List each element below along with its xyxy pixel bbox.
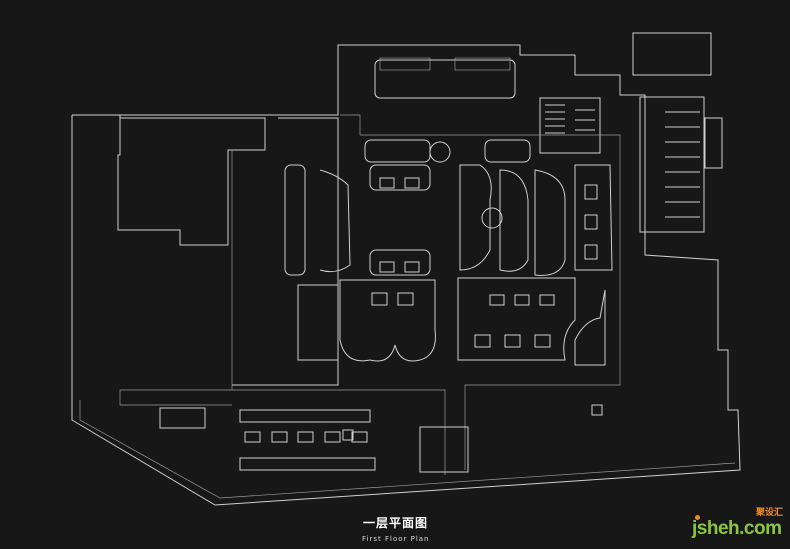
outer-wall-inner xyxy=(79,400,736,499)
bar-counter xyxy=(374,59,516,99)
restroom-right xyxy=(639,96,705,233)
stair-treads xyxy=(545,104,595,134)
interior-wall xyxy=(232,117,339,386)
kitchen-counter xyxy=(239,457,376,471)
interior-wall xyxy=(340,114,621,470)
left-corridor xyxy=(119,150,233,406)
booth-seating xyxy=(339,139,613,366)
left-seating xyxy=(284,164,306,276)
kitchen-equipment xyxy=(159,404,603,473)
outer-wall xyxy=(71,44,741,506)
interior-wall xyxy=(232,389,446,475)
stairs xyxy=(539,97,601,154)
logo-text-row: jsheh.com xyxy=(692,515,782,539)
left-room xyxy=(117,115,266,246)
elevator xyxy=(297,284,339,361)
logo-chinese: 聚设汇 xyxy=(755,507,783,517)
kitchen-counter xyxy=(239,409,371,423)
site-logo[interactable]: 聚设汇 jsheh.com xyxy=(692,507,787,539)
logo-dot-icon xyxy=(695,515,700,520)
entrance-hall xyxy=(319,169,351,273)
plan-title-chinese: 一层平面图 xyxy=(363,516,429,530)
restroom-top xyxy=(632,32,712,76)
plan-title-english: First Floor Plan xyxy=(362,535,430,543)
restroom-niche xyxy=(704,117,723,169)
tables xyxy=(371,177,598,348)
urinal-stalls xyxy=(665,111,700,218)
logo-text: jsheh.com xyxy=(692,518,782,539)
